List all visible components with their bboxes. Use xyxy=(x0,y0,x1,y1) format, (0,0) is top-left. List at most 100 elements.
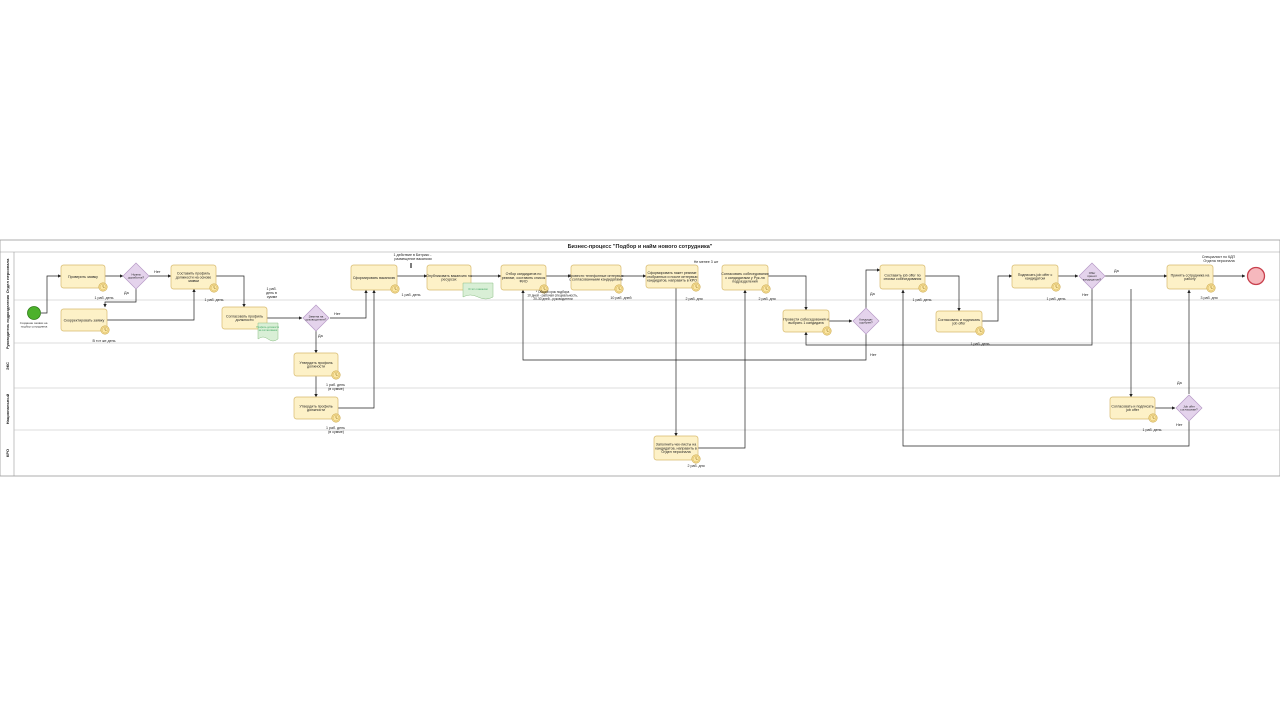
task-label: Скорректировать заявку xyxy=(64,318,105,322)
timer-icon xyxy=(98,282,108,292)
flow-label-g2-no: Нет xyxy=(334,312,341,316)
svg-text:Отчёт о вакансии: Отчёт о вакансии xyxy=(468,288,488,291)
task-label: Проверить заявку xyxy=(68,275,98,279)
annotation-t19: 3 раб. дня xyxy=(1200,296,1217,300)
lane-label-hr: Отдел персонала xyxy=(5,258,10,293)
annotation-t15: 1 раб. день xyxy=(912,298,931,302)
flow-label-g5-yes: Да xyxy=(1177,381,1183,385)
timer-icon xyxy=(390,284,400,294)
flow-label-g5-no: Нет xyxy=(1176,423,1183,427)
flow-label-g2-yes: Да xyxy=(318,334,324,338)
timer-icon xyxy=(539,284,549,294)
timer-icon xyxy=(975,326,985,336)
annotation-t1: 1 раб. день xyxy=(94,296,113,300)
task-t2[interactable]: Скорректировать заявку xyxy=(60,308,110,335)
annotation-t10: 10 раб. дней xyxy=(610,296,631,300)
diagram-title: Бизнес-процесс "Подбор и найм нового сот… xyxy=(568,243,713,250)
timer-icon xyxy=(331,413,341,423)
annotation-t12: 2 раб. дня xyxy=(687,464,704,468)
timer-icon xyxy=(822,326,832,336)
timer-icon xyxy=(100,325,110,335)
annotation-t11: 2 раб. дня xyxy=(685,297,702,301)
annotation-t6: 1 раб. день (в сумме) xyxy=(326,426,346,434)
task-t7[interactable]: Сформировать вакансию xyxy=(350,264,400,294)
timer-icon xyxy=(691,282,701,292)
task-t1[interactable]: Проверить заявку xyxy=(60,264,108,292)
task-label: Сформировать вакансию xyxy=(353,276,396,280)
flow-label-g4-yes: Да xyxy=(1114,269,1120,273)
end-event[interactable] xyxy=(1246,266,1266,286)
annotation-t13: 2 раб. дня xyxy=(758,297,775,301)
annotation-t5: 1 раб. день (в сумме) xyxy=(326,383,346,391)
svg-text:Профиль должности на сог: Профиль должности на согласовании xyxy=(256,326,280,332)
flow-connectors xyxy=(41,268,1246,449)
annotation-t8: 1 раб. день xyxy=(401,293,420,297)
flow-label-g3-yes: Да xyxy=(870,292,876,296)
annotation-t7: 1 действие в Битрикс - размещение ваканс… xyxy=(394,253,433,261)
annotation-t16: 1 раб. день xyxy=(970,342,989,346)
timer-icon xyxy=(331,370,341,380)
annotation-t18: 1 раб. день xyxy=(1046,297,1065,301)
annotation-t9: * Общий срок подбора 10 дней - рабочая с… xyxy=(527,290,579,301)
timer-icon xyxy=(614,284,624,294)
document-profile: Профиль должности на согласовании xyxy=(256,322,280,342)
timer-icon xyxy=(691,454,701,464)
annotation-t3: 1 раб. день xyxy=(204,298,223,302)
lane-label-eks: ЭКС xyxy=(5,362,10,370)
annotation-t11b: Не менее 3 шт xyxy=(694,260,719,264)
annotation-t2: В тот же день xyxy=(93,339,116,343)
timer-icon xyxy=(1206,283,1216,293)
flow-label-g1-yes: Да xyxy=(124,291,130,295)
flow-label-g4-no: Нет xyxy=(1082,293,1089,297)
lane-label-manager: Руководитель подразделения xyxy=(6,295,10,349)
timer-icon xyxy=(209,283,219,293)
annotation-t4: 1 раб. день в сумме xyxy=(266,287,278,299)
flow-label-g1-no: Нет xyxy=(154,270,161,274)
timer-icon xyxy=(1148,413,1158,423)
start-event[interactable] xyxy=(27,306,41,320)
start-event-label: Создание заявки на подбор сотрудника xyxy=(20,321,49,329)
document-vacancy-report: Отчёт о вакансии xyxy=(462,282,494,300)
flow-label-g3-no: Нет xyxy=(870,353,877,357)
